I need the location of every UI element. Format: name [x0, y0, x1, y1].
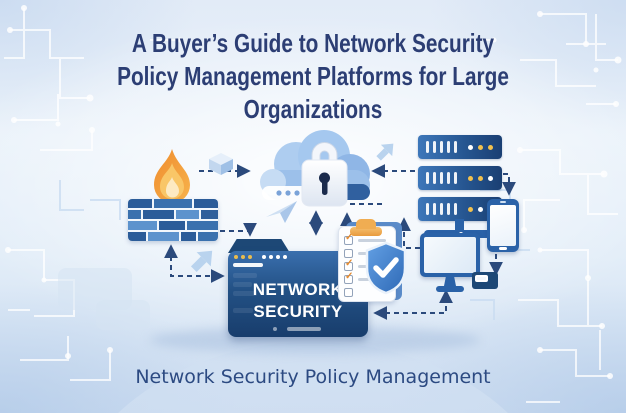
brick	[180, 232, 196, 241]
window-content-row	[233, 308, 253, 313]
window-content-row	[233, 282, 252, 287]
monitor-base	[436, 286, 464, 292]
brick	[197, 232, 218, 241]
window-footer-dot	[273, 327, 277, 331]
firewall-icon	[128, 199, 218, 241]
server-leds	[468, 144, 493, 150]
server-leds	[468, 175, 493, 181]
network-security-label-line-1: NETWORK	[252, 280, 344, 299]
console-screen	[475, 275, 488, 282]
arrow-up-right-icon	[376, 143, 394, 161]
brick	[148, 232, 179, 241]
server-vents	[426, 203, 457, 215]
network-security-label: NETWORK SECURITY	[228, 279, 368, 323]
brick	[201, 210, 218, 219]
window-footer-pill	[287, 327, 321, 331]
checkbox-empty	[344, 288, 353, 297]
tablet-screen	[490, 205, 516, 246]
brick	[143, 210, 174, 219]
paper-plane-icon	[266, 201, 297, 223]
cloud-icon	[260, 130, 370, 207]
browser-traffic-dots	[234, 255, 287, 259]
brick	[128, 199, 153, 208]
check-icon	[373, 257, 399, 278]
window-content-row	[233, 291, 257, 296]
page-title-line-1: A Buyer’s Guide to Network Security	[131, 28, 495, 58]
monitor-stand	[444, 277, 456, 286]
tablet-icon	[487, 199, 519, 252]
checklist-row: ✓	[344, 232, 386, 245]
checkbox-empty	[344, 249, 353, 258]
shield-check-icon	[365, 241, 407, 295]
browser-window-tab	[228, 239, 290, 253]
checkbox-checked: ✓	[344, 271, 353, 284]
checklist-text-line	[358, 239, 386, 242]
flame-icon	[154, 149, 190, 203]
checklist-row	[344, 288, 353, 297]
monitor-screen	[424, 237, 476, 273]
tablet-camera	[500, 201, 506, 203]
server-rack-icon	[418, 135, 502, 241]
monitor-icon	[420, 233, 480, 277]
server-vents	[426, 141, 457, 153]
arrow-up-right-icon	[190, 250, 213, 273]
check-icon: ✓	[345, 258, 354, 269]
clipboard-clip-tab	[356, 219, 376, 229]
server-stand	[455, 219, 464, 232]
network-security-label-line-2: SECURITY	[253, 302, 343, 321]
check-icon: ✓	[345, 271, 354, 282]
page-title-line-2: Policy Management Platforms for Large	[117, 61, 509, 91]
brick	[128, 221, 158, 230]
brick	[128, 210, 142, 219]
padlock-icon	[301, 142, 348, 207]
browser-address-bar	[233, 263, 263, 267]
brick	[159, 221, 186, 230]
page-title: A Buyer’s Guide to Network Security Poli…	[63, 27, 564, 126]
footer-caption: Network Security Policy Management	[135, 366, 491, 388]
console-icon	[472, 272, 498, 289]
brick	[175, 210, 200, 219]
server-vents	[426, 172, 457, 184]
server-unit	[418, 166, 502, 190]
brick	[154, 199, 192, 208]
brick	[187, 221, 218, 230]
checkbox-checked: ✓	[344, 258, 353, 271]
check-icon: ✓	[345, 232, 354, 243]
page-title-line-3: Organizations	[243, 94, 383, 124]
window-content-row	[233, 273, 257, 278]
checkbox-checked: ✓	[344, 232, 353, 245]
package-icon	[209, 153, 233, 175]
tablet-home-button	[499, 247, 507, 250]
decor-blob	[96, 300, 150, 330]
clipboard-clip	[350, 227, 382, 236]
brick	[193, 199, 218, 208]
server-unit	[418, 135, 502, 159]
brick	[128, 232, 147, 241]
